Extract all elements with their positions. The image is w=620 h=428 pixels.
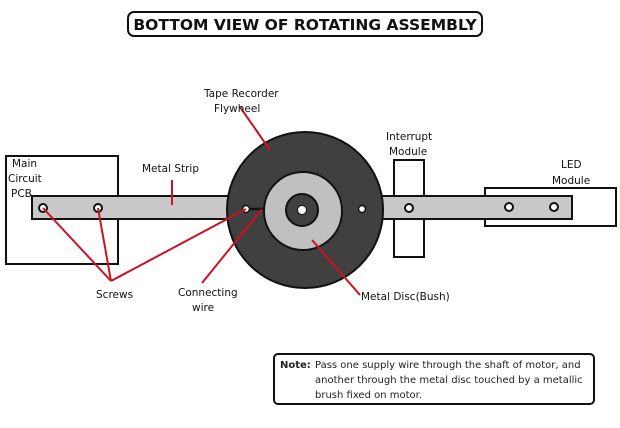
- screw-leader: [110, 208, 247, 282]
- metal-disc-leader: [311, 239, 361, 296]
- flywheel-leader: [239, 106, 271, 151]
- led-module-label-line2: Module: [552, 175, 590, 187]
- screw: [357, 204, 367, 214]
- diagram-title: BOTTOM VIEW OF ROTATING ASSEMBLY: [133, 16, 477, 34]
- metal-disc-label: Metal Disc(Bush): [361, 291, 450, 303]
- screws-label: Screws: [96, 289, 133, 301]
- main-pcb-label-line1: Main: [12, 158, 37, 170]
- flywheel-label-line1: Tape Recorder: [203, 88, 279, 100]
- main-pcb-label-line3: PCB: [11, 188, 32, 200]
- screw-leader: [42, 207, 112, 282]
- led-module-label-line1: LED: [561, 159, 582, 171]
- interrupt-module-label-line1: Interrupt: [386, 131, 432, 143]
- screw-leader: [97, 207, 112, 282]
- metal-strip-label: Metal Strip: [142, 163, 199, 175]
- note-box: Note: Pass one supply wire through the s…: [273, 353, 595, 405]
- screw: [504, 202, 514, 212]
- motor-shaft-hole: [297, 205, 307, 215]
- connecting-wire-leader: [201, 208, 263, 284]
- flywheel-label-line2: Flywheel: [214, 103, 260, 115]
- interrupt-module-label-line2: Module: [389, 146, 427, 158]
- note-label: Note:: [280, 360, 311, 371]
- connecting-wire-label-line1: Connecting: [178, 287, 238, 299]
- note-text: Pass one supply wire through the shaft o…: [315, 360, 583, 401]
- screw: [404, 203, 414, 213]
- main-pcb-label-line2: Circuit: [8, 173, 42, 185]
- leader-lines: [42, 106, 361, 296]
- title-box: [127, 11, 483, 37]
- screw: [549, 202, 559, 212]
- connecting-wire-label-line2: wire: [192, 302, 214, 314]
